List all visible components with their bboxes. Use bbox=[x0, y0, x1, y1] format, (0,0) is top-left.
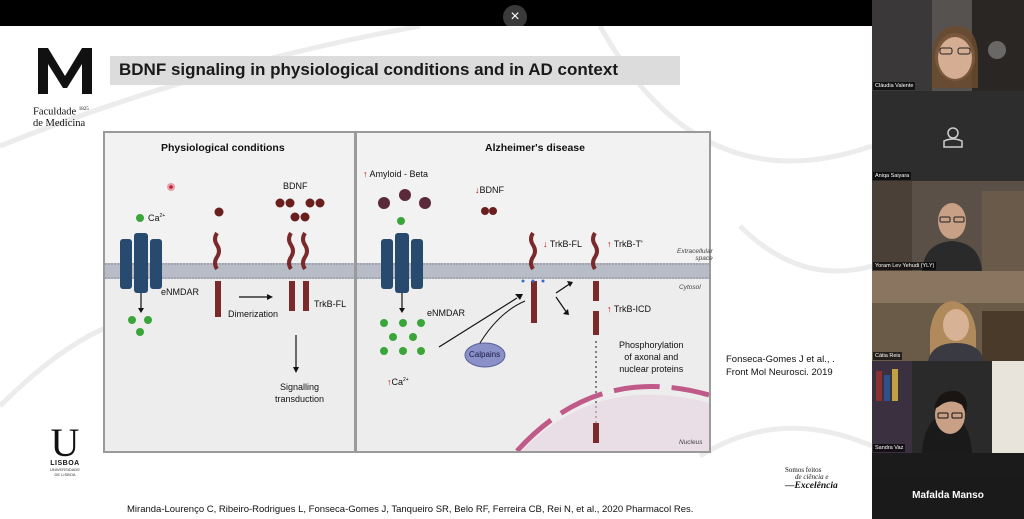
amyloid-beta-aggregates bbox=[378, 189, 431, 209]
slide-reference: Miranda-Lourenço C, Ribeiro-Rodrigues L,… bbox=[127, 504, 694, 515]
participant-tile[interactable]: Sandra Vaz bbox=[872, 361, 1024, 453]
participant-video bbox=[872, 271, 1024, 361]
participant-video bbox=[872, 181, 1024, 271]
participant-name: Sandra Vaz bbox=[873, 444, 906, 452]
participants-panel: Cláudia Valente Aniqa Saiyara Yoram Lev … bbox=[872, 0, 1024, 519]
left-panel-title: Physiological conditions bbox=[161, 142, 285, 154]
participant-tile[interactable]: Cláudia Valente bbox=[872, 0, 1024, 91]
enmdar-channel bbox=[381, 233, 423, 293]
participant-avatar bbox=[872, 91, 1024, 181]
membrane bbox=[357, 263, 709, 279]
top-bar: × bbox=[0, 0, 872, 29]
participant-video bbox=[872, 0, 1024, 91]
dimerization-label: Dimerization bbox=[228, 309, 279, 319]
alzheimer-panel: Alzheimer's disease ↑ Amyloid - Beta ↓BD… bbox=[357, 133, 713, 451]
alzheimer-diagram bbox=[357, 189, 709, 451]
signalling-label: Signalling transduction bbox=[275, 382, 325, 404]
cytosol-label: Cytosol bbox=[679, 284, 701, 291]
enmdar-label: eNMDAR bbox=[427, 308, 466, 318]
trkb-t-receptor bbox=[593, 281, 599, 301]
figure-citation: Fonseca-Gomes J et al., . Front Mol Neur… bbox=[726, 354, 835, 378]
slide-title-bar: BDNF signaling in physiological conditio… bbox=[110, 56, 680, 85]
participant-tile[interactable]: Cátia Reis bbox=[872, 271, 1024, 361]
faculty-name: Faculdade 1825 de Medicina bbox=[33, 106, 89, 129]
excelencia-logo: Somos feitos de ciência e —Excelência bbox=[785, 466, 838, 492]
nucleus-membrane bbox=[515, 383, 709, 451]
nucleus-label: Nucleus bbox=[679, 439, 703, 446]
right-panel-title: Alzheimer's disease bbox=[485, 142, 585, 154]
calcium-ion bbox=[136, 214, 144, 222]
extracellular-label: Extracellular space bbox=[677, 248, 713, 262]
trkb-fl-receptor bbox=[531, 281, 537, 323]
participant-tile[interactable]: Aniqa Saiyara bbox=[872, 91, 1024, 181]
participant-name: Cláudia Valente bbox=[873, 82, 916, 90]
trkb-fl-label: ↓ TrkB-FL bbox=[543, 239, 583, 249]
participant-name: Cátia Reis bbox=[873, 352, 903, 360]
amyloid-label: ↑ Amyloid - Beta bbox=[363, 169, 429, 179]
presenter-tile[interactable]: Mafalda Manso bbox=[872, 474, 1024, 519]
physiological-diagram bbox=[105, 183, 354, 451]
trkb-icd bbox=[593, 311, 599, 335]
close-button[interactable]: × bbox=[503, 5, 527, 29]
slide: Faculdade 1825 de Medicina BDNF signalin… bbox=[0, 26, 872, 519]
physiological-panel: Physiological conditions Ca2+ BDNF eNMDA… bbox=[105, 133, 354, 451]
participant-video bbox=[872, 361, 1024, 453]
bdnf-label: BDNF bbox=[283, 181, 308, 191]
slide-title: BDNF signaling in physiological conditio… bbox=[119, 60, 619, 79]
phosphorylation-label: Phosphorylation of axonal and nuclear pr… bbox=[619, 340, 684, 374]
trkb-fl-label: TrkB-FL bbox=[314, 299, 347, 309]
bdnf-molecule bbox=[214, 207, 224, 217]
enmdar-label: eNMDAR bbox=[161, 287, 200, 297]
calcium-label: Ca2+ bbox=[148, 213, 166, 223]
participant-name: Aniqa Saiyara bbox=[873, 172, 912, 180]
enmdar-channel bbox=[120, 233, 162, 293]
calpains bbox=[464, 342, 506, 368]
trkb-receptor bbox=[215, 281, 221, 317]
calpains-label: Calpains bbox=[469, 350, 501, 359]
trkb-t-label: ↑ TrkB-T' bbox=[607, 239, 643, 249]
bdnf-down-label: ↓BDNF bbox=[475, 185, 504, 195]
presenter-name: Mafalda Manso bbox=[912, 490, 984, 501]
trkb-icd-label: ↑ TrkB-ICD bbox=[607, 304, 652, 314]
user-icon bbox=[947, 127, 959, 139]
participant-tile[interactable]: Yoram Lev Yehudi (YLY) bbox=[872, 181, 1024, 271]
bdnf-figure: Physiological conditions Ca2+ BDNF eNMDA… bbox=[103, 131, 713, 453]
calcium-up-label: ↑Ca2+ bbox=[387, 377, 409, 387]
ulisboa-logo: U LISBOA UNIVERSIDADE DE LISBOA bbox=[49, 420, 80, 478]
participant-name: Yoram Lev Yehudi (YLY) bbox=[873, 262, 937, 270]
faculdade-logo bbox=[38, 48, 92, 94]
